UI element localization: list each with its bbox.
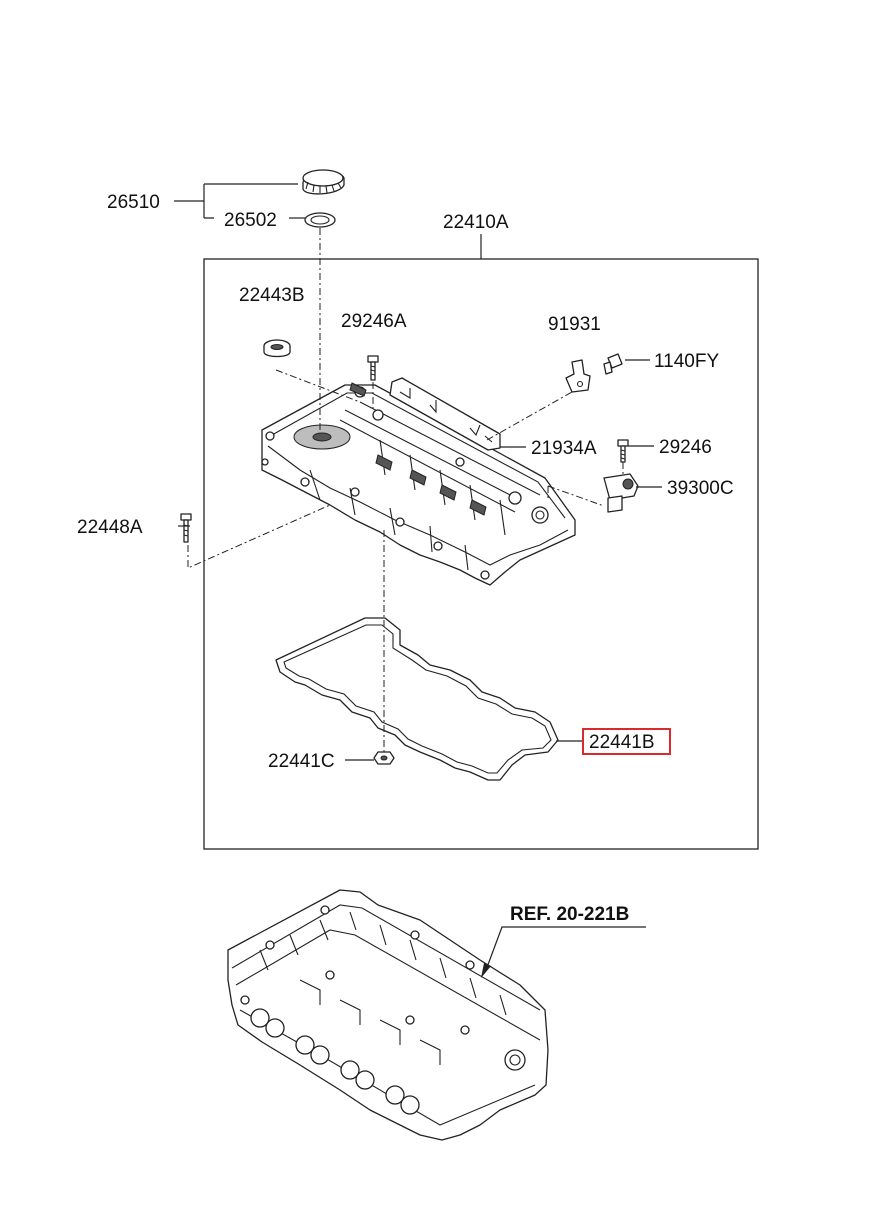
bolt-22448a-icon[interactable] — [180, 513, 192, 543]
label-26502: 26502 — [224, 210, 277, 231]
label-29246a: 29246A — [341, 311, 407, 332]
label-22441b: 22441B — [589, 732, 655, 753]
label-1140fy: 1140FY — [654, 351, 719, 372]
label-22448a: 22448A — [77, 517, 143, 538]
cylinder-head-icon — [227, 889, 549, 1141]
label-22410a: 22410A — [443, 212, 509, 233]
reference-label: REF. 20-221B — [510, 904, 629, 925]
label-21934a: 21934A — [531, 438, 597, 459]
label-26510: 26510 — [107, 192, 160, 213]
bracket-icon[interactable] — [565, 359, 591, 393]
highlighted-part-22441b[interactable]: 22441B — [582, 728, 671, 755]
label-39300c: 39300C — [667, 478, 734, 499]
baffle-plate-icon[interactable] — [389, 377, 501, 451]
label-29246: 29246 — [659, 437, 712, 458]
cap-gasket-icon[interactable] — [304, 212, 336, 228]
bolt-29246-icon[interactable] — [617, 439, 629, 463]
bolt-29246a-icon[interactable] — [367, 355, 379, 381]
bolt-1140fy-icon[interactable] — [603, 353, 623, 375]
washer-icon[interactable] — [373, 751, 395, 765]
label-91931: 91931 — [548, 314, 601, 335]
rocker-cover-icon[interactable] — [261, 382, 576, 586]
oil-seal-icon[interactable] — [263, 339, 291, 358]
label-22441c: 22441C — [268, 751, 335, 772]
camshaft-sensor-icon[interactable] — [603, 473, 639, 513]
oil-filler-cap-icon[interactable] — [302, 169, 345, 195]
cover-gasket-icon[interactable] — [275, 617, 559, 781]
label-22443b: 22443B — [239, 285, 305, 306]
